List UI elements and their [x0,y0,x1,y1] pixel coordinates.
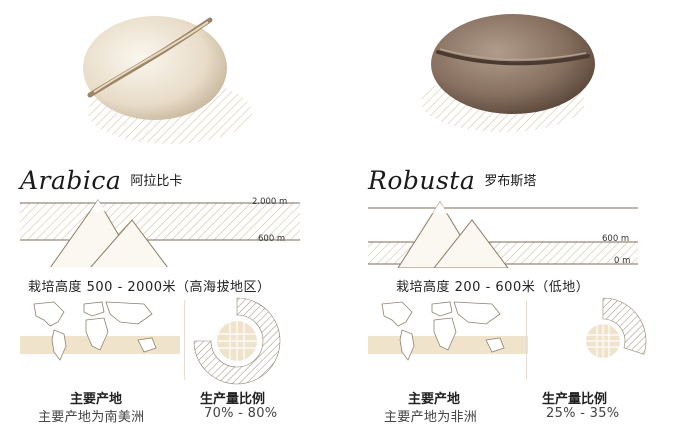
mountain-peak [89,219,169,268]
arabica-title: Arabica 阿拉比卡 [20,166,182,195]
section-divider [184,300,185,380]
robusta-latin-name: Robusta [368,166,476,195]
arabica-share-arc [193,297,281,385]
robusta-cultivation-height: 栽培高度 200 - 600米（低地） [396,280,590,295]
robusta-share-arc [602,297,647,355]
altitude-band [20,203,300,240]
robusta-altitude-high-label: 600 m [602,234,630,244]
arabica-chinese-name: 阿拉比卡 [130,174,183,189]
arabica-share-value: 70% - 80% [204,406,278,421]
robusta-bean-image [421,14,595,132]
arabica-altitude-diagram [20,199,300,268]
arabica-share-title: 生产量比例 [200,392,266,407]
arabica-bean-image [83,16,252,144]
arabica-altitude-high-label: 2.000 m [252,197,288,207]
arabica-latin-name: Arabica [20,166,122,195]
robusta-title: Robusta 罗布斯塔 [368,166,536,195]
arabica-cultivation-height: 栽培高度 500 - 2000米（高海拔地区） [28,280,271,295]
mountain-peak [433,219,509,268]
robusta-share-chart [586,297,647,358]
robusta-origin-title: 主要产地 [408,392,461,407]
section-divider [526,300,527,380]
arabica-origin-value: 主要产地为南美洲 [38,410,145,425]
robusta-share-value: 25% - 35% [546,406,620,421]
arabica-panel: Arabica 阿拉比卡 2.000 m 600 m 栽培高度 500 - 20… [20,16,300,425]
robusta-altitude-diagram [368,201,638,268]
robusta-panel: Robusta 罗布斯塔 600 m 0 m 栽培高度 200 - 600米（低… [338,0,676,435]
robusta-chinese-name: 罗布斯塔 [484,174,537,189]
robusta-altitude-low-label: 0 m [614,256,631,266]
arabica-world-map [20,301,180,361]
robusta-share-title: 生产量比例 [542,392,608,407]
arabica-altitude-low-label: 600 m [258,234,286,244]
arabica-origin-title: 主要产地 [70,392,123,407]
arabica-share-chart [193,297,281,385]
robusta-world-map [368,301,528,361]
robusta-origin-value: 主要产地为非洲 [384,410,478,425]
